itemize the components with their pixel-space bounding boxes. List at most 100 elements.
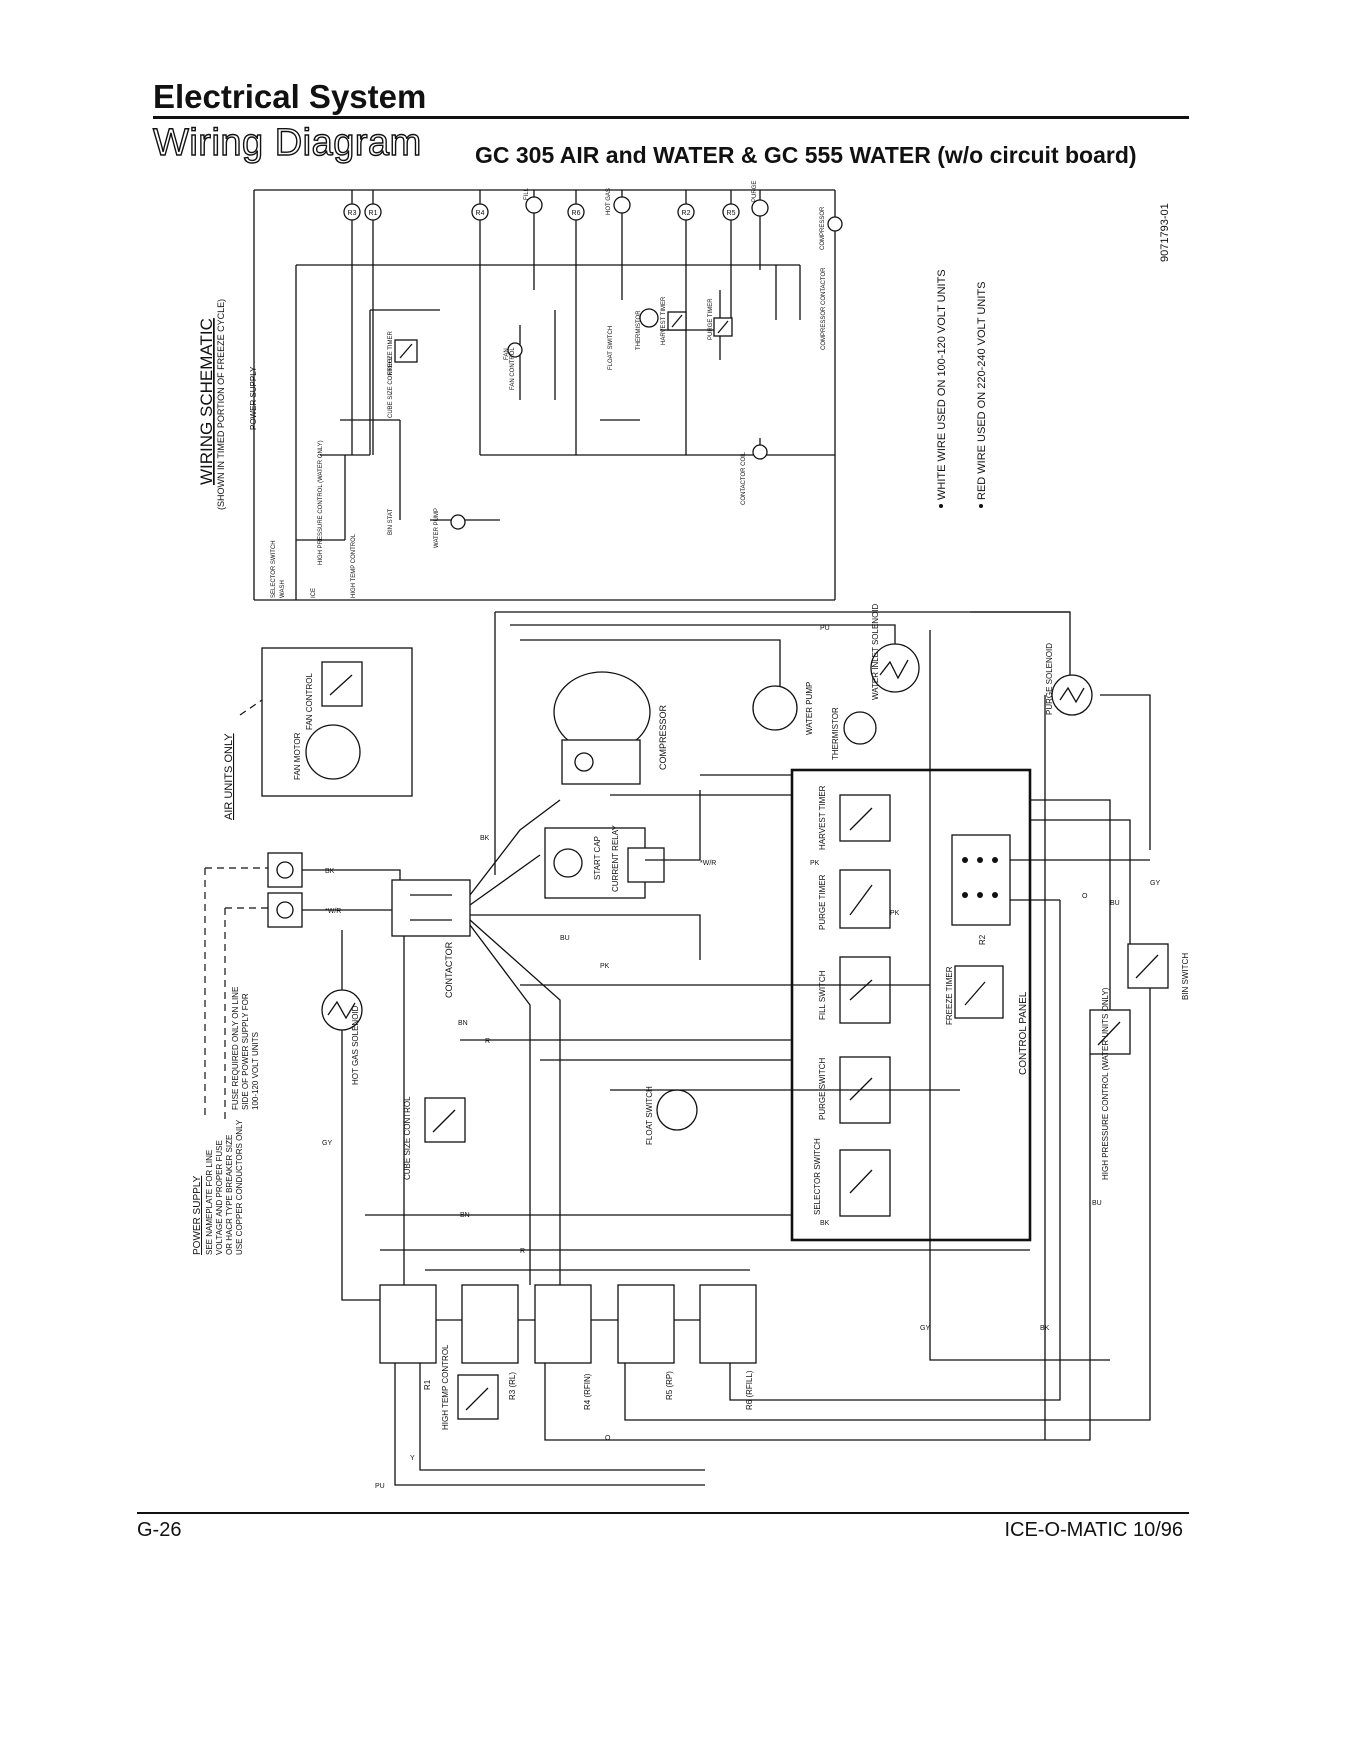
current-relay [627, 847, 665, 883]
svg-text:THERMISTOR: THERMISTOR [636, 310, 642, 350]
svg-text:PK: PK [890, 910, 900, 917]
float-switch-assembly: FLOAT SWITCH [645, 1086, 698, 1145]
load-r1-coil [364, 203, 382, 221]
relay-row: R1 R3 (RL) R4 (RFIN) R5 (RP) R6 (RFILL) [379, 1284, 757, 1410]
svg-text:O: O [1082, 893, 1088, 900]
harvest-timer [839, 794, 891, 842]
svg-text:PK: PK [600, 963, 610, 970]
relay-r3 [461, 1284, 519, 1364]
svg-text:R3 (RL): R3 (RL) [508, 1372, 517, 1400]
control-panel-frame [790, 768, 1032, 1242]
svg-text:CUBE SIZE CONTROL: CUBE SIZE CONTROL [388, 355, 394, 418]
svg-text:R2: R2 [682, 210, 691, 217]
control-panel: CONTROL PANEL HARVEST TIMER PURGE TIMER … [790, 768, 1032, 1242]
compressor-terminals [561, 739, 641, 785]
svg-text:CUBE SIZE CONTROL: CUBE SIZE CONTROL [403, 1096, 412, 1180]
svg-text:BU: BU [560, 935, 570, 942]
water-pump-assembly: WATER PUMP WATER INLET SOLENOID PURGE SO… [752, 603, 1093, 760]
svg-text:CONTROL PANEL: CONTROL PANEL [1018, 991, 1029, 1075]
load-r2-coil [677, 203, 695, 221]
svg-text:BU: BU [1092, 1200, 1102, 1207]
float-switch [656, 1089, 698, 1131]
svg-text:PU: PU [820, 625, 830, 632]
schematic-switches [296, 265, 835, 541]
bin-switch-assembly: BIN SWITCH HIGH PRESSURE CONTROL (WATER … [1089, 943, 1190, 1180]
svg-text:ICE: ICE [311, 588, 317, 598]
svg-text:COMPRESSOR: COMPRESSOR [658, 704, 668, 770]
svg-text:WATER PUMP: WATER PUMP [434, 508, 440, 548]
svg-text:COMPRESSOR CONTACTOR: COMPRESSOR CONTACTOR [821, 267, 827, 350]
svg-text:PURGE SWITCH: PURGE SWITCH [818, 1058, 827, 1120]
svg-text:BK: BK [1040, 1325, 1050, 1332]
svg-text:R: R [520, 1248, 525, 1255]
svg-text:COMPRESSOR: COMPRESSOR [820, 206, 826, 250]
wire-color-notes: WHITE WIRE USED ON 100-120 VOLT UNITS RE… [936, 269, 988, 508]
svg-text:BN: BN [460, 1212, 470, 1219]
svg-text:100-120 VOLT UNITS: 100-120 VOLT UNITS [251, 1032, 260, 1110]
svg-text:PURGE TIMER: PURGE TIMER [818, 874, 827, 930]
load-r4-coil [471, 203, 489, 221]
svg-text:HOT GAS SOLENOID: HOT GAS SOLENOID [351, 1005, 360, 1085]
svg-text:PK: PK [810, 860, 820, 867]
footer-rule [137, 1512, 1189, 1514]
cube-size-control [424, 1097, 466, 1143]
svg-text:USE COPPER CONDUCTORS ONLY: USE COPPER CONDUCTORS ONLY [235, 1119, 244, 1255]
svg-text:R6: R6 [572, 210, 581, 217]
water-pump [752, 685, 798, 731]
power-supply-note: POWER SUPPLY SEE NAMEPLATE FOR LINE VOLT… [192, 1119, 244, 1255]
load-compressor [827, 216, 843, 232]
fuse-note: FUSE REQUIRED ONLY ON LINE SIDE OF POWER… [231, 987, 260, 1110]
svg-text:PURGE: PURGE [752, 181, 758, 202]
svg-text:OR HACR TYPE BREAKER SIZE: OR HACR TYPE BREAKER SIZE [225, 1135, 234, 1255]
publisher-date: ICE-O-MATIC 10/96 [1004, 1519, 1183, 1541]
svg-text:PU: PU [375, 1483, 385, 1490]
svg-text:BIN STAT: BIN STAT [388, 509, 394, 535]
svg-text:PURGE SOLENOID: PURGE SOLENOID [1045, 643, 1054, 715]
svg-text:GY: GY [322, 1140, 332, 1147]
svg-text:R: R [485, 1038, 490, 1045]
fill-switch [839, 956, 891, 1024]
svg-text:R1: R1 [369, 210, 378, 217]
svg-text:WATER PUMP: WATER PUMP [805, 682, 814, 735]
load-r3-coil [343, 203, 361, 221]
schematic-title: WIRING SCHEMATIC [197, 318, 216, 485]
relay-r2 [951, 834, 1011, 926]
svg-text:O: O [605, 1435, 611, 1442]
svg-text:WHITE WIRE USED ON 100-120 VOL: WHITE WIRE USED ON 100-120 VOLT UNITS [936, 269, 948, 500]
water-pump-symbol [450, 514, 466, 530]
page-number: G-26 [137, 1519, 182, 1541]
fan-assembly: FAN MOTOR FAN CONTROL [239, 647, 413, 797]
svg-text:FAN MOTOR: FAN MOTOR [293, 732, 302, 780]
load-hot-gas-solenoid [613, 196, 631, 214]
wiring-schematic: WIRING SCHEMATIC (SHOWN IN TIMED PORTION… [197, 181, 843, 601]
svg-text:FAN CONTROL: FAN CONTROL [305, 673, 314, 730]
model-line: GC 305 AIR and WATER & GC 555 WATER (w/o… [475, 142, 1137, 168]
svg-text:Y: Y [410, 1455, 415, 1462]
start-cap [553, 848, 583, 878]
svg-text:PURGE TIMER: PURGE TIMER [708, 298, 714, 340]
svg-text:FILL SWITCH: FILL SWITCH [818, 970, 827, 1020]
load-fill-solenoid [525, 196, 543, 214]
svg-text:WASH: WASH [280, 580, 286, 598]
relay-r4 [534, 1284, 592, 1364]
svg-text:RED WIRE USED ON 220-240 VOLT: RED WIRE USED ON 220-240 VOLT UNITS [976, 282, 988, 500]
svg-text:FILL: FILL [524, 187, 530, 200]
diagram-subtitle: Wiring Diagram [152, 121, 422, 164]
wiring-harness [302, 611, 1151, 1486]
load-r6-coil [567, 203, 585, 221]
svg-text:R6 (RFILL): R6 (RFILL) [745, 1370, 754, 1410]
svg-text:CURRENT RELAY: CURRENT RELAY [611, 825, 620, 892]
svg-text:WATER INLET SOLENOID: WATER INLET SOLENOID [871, 603, 880, 700]
svg-text:POWER SUPPLY: POWER SUPPLY [192, 1175, 203, 1255]
svg-text:THERMISTOR: THERMISTOR [831, 707, 840, 760]
svg-text:FUSE REQUIRED ONLY ON LINE: FUSE REQUIRED ONLY ON LINE [231, 987, 240, 1110]
power-supply-terminals [204, 852, 303, 1120]
section-title: Electrical System [153, 78, 427, 115]
svg-text:FLOAT SWITCH: FLOAT SWITCH [645, 1086, 654, 1145]
schematic-labels: SELECTOR SWITCH WASH ICE HIGH PRESSURE C… [271, 267, 827, 598]
svg-text:CONTACTOR COIL: CONTACTOR COIL [741, 451, 747, 505]
svg-text:BN: BN [458, 1020, 468, 1027]
contactor-coil-symbol [752, 444, 768, 460]
cube-size-control-assembly: CUBE SIZE CONTROL [403, 1096, 466, 1180]
svg-text:*W/R: *W/R [700, 860, 716, 867]
